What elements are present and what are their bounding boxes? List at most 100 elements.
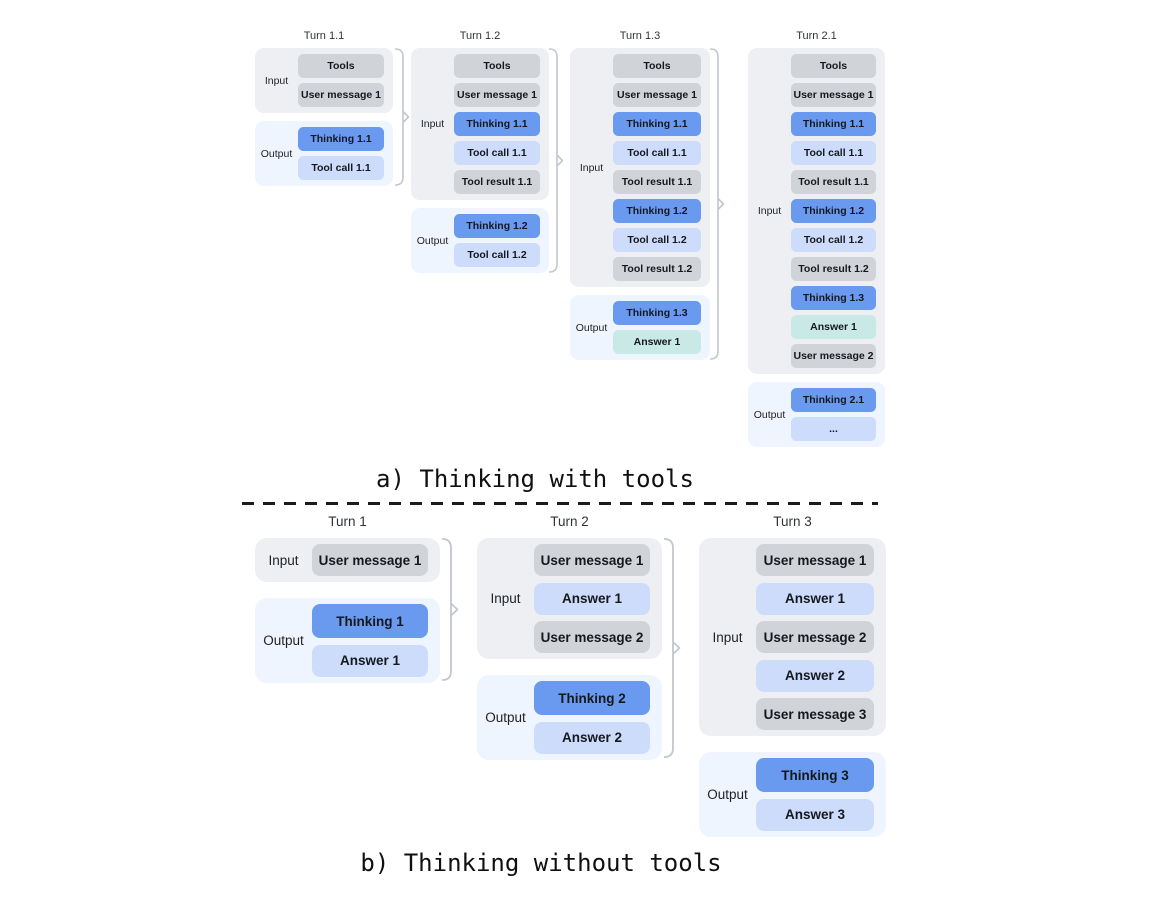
output-label: Output xyxy=(753,408,786,421)
message-block: Thinking 1.1 xyxy=(454,112,540,136)
message-block: User message 1 xyxy=(613,83,701,107)
message-block: Thinking 1.1 xyxy=(791,112,876,136)
message-block: Thinking 1.2 xyxy=(791,199,876,223)
message-block: Tool call 1.1 xyxy=(791,141,876,165)
message-block: User message 2 xyxy=(534,621,650,653)
message-block: Tool call 1.1 xyxy=(613,141,701,165)
input-group: Input Tools User message 1 Thinking 1.1 … xyxy=(570,48,710,287)
output-label: Output xyxy=(260,147,293,160)
input-group: Input Tools User message 1 Thinking 1.1 … xyxy=(411,48,549,200)
message-stack: User message 1 xyxy=(312,544,440,576)
input-group: Input Tools User message 1 Thinking 1.1 … xyxy=(748,48,885,374)
output-label: Output xyxy=(416,234,449,247)
turn-title: Turn 1.3 xyxy=(619,30,661,42)
turn-title: Turn 1.2 xyxy=(459,30,501,42)
message-stack: Tools User message 1 Thinking 1.1 Tool c… xyxy=(454,54,549,194)
message-stack: Thinking 1.1 Tool call 1.1 xyxy=(298,127,393,180)
message-block: Answer 1 xyxy=(791,315,876,339)
message-block: Tool result 1.1 xyxy=(454,170,540,194)
output-group: Output Thinking 1.1 Tool call 1.1 xyxy=(255,121,393,186)
message-block: User message 1 xyxy=(534,544,650,576)
input-label: Input xyxy=(420,118,445,130)
message-block: User message 2 xyxy=(756,621,874,653)
message-block: User message 3 xyxy=(756,698,874,730)
turn-transition-bracket-arrow xyxy=(710,48,725,360)
input-group: Input User message 1 xyxy=(255,538,440,582)
output-label: Output xyxy=(575,321,608,334)
message-stack: Tools User message 1 Thinking 1.1 Tool c… xyxy=(791,54,885,368)
input-label: Input xyxy=(579,161,604,174)
message-block: Thinking 2.1 xyxy=(791,388,876,412)
message-block: Thinking 1.2 xyxy=(613,199,701,223)
turn-title: Turn 1 xyxy=(328,514,367,529)
message-block: Tool call 1.2 xyxy=(613,228,701,252)
message-block: Thinking 1.1 xyxy=(298,127,384,151)
output-label: Output xyxy=(707,787,748,802)
message-stack: Thinking 2.1 ... xyxy=(791,388,885,441)
turn-title: Turn 3 xyxy=(773,514,812,529)
dashed-divider xyxy=(242,502,878,505)
input-group: Input Tools User message 1 xyxy=(255,48,393,113)
message-block: Tool result 1.1 xyxy=(791,170,876,194)
message-block: Thinking 2 xyxy=(534,681,650,716)
message-block: Tool call 1.2 xyxy=(454,243,540,267)
input-label: Input xyxy=(712,629,743,645)
turn-title: Turn 2.1 xyxy=(796,30,837,42)
message-block: User message 1 xyxy=(312,544,428,576)
message-block: Thinking 1.2 xyxy=(454,214,540,238)
message-block: Thinking 1.1 xyxy=(613,112,701,136)
output-group: Output Thinking 3 Answer 3 xyxy=(699,752,886,837)
message-block: User message 1 xyxy=(298,83,384,107)
message-block: Answer 1 xyxy=(756,582,874,615)
message-stack: Thinking 3 Answer 3 xyxy=(756,758,886,831)
message-block: Tool call 1.1 xyxy=(298,156,384,180)
input-label: Input xyxy=(757,205,782,217)
input-group: Input User message 1 Answer 1 User messa… xyxy=(477,538,662,659)
input-label: Input xyxy=(268,552,299,568)
message-block: Tools xyxy=(791,54,876,78)
message-block: Answer 2 xyxy=(534,721,650,754)
message-block: Tools xyxy=(454,54,540,78)
output-group: Output Thinking 2 Answer 2 xyxy=(477,675,662,760)
turn-title: Turn 2 xyxy=(550,514,589,529)
message-block: Tools xyxy=(613,54,701,78)
message-block: Answer 2 xyxy=(756,659,874,692)
message-stack: Tools User message 1 xyxy=(298,54,393,107)
message-block: Answer 1 xyxy=(312,644,428,677)
message-block: Tool call 1.2 xyxy=(791,228,876,252)
message-block: Tool result 1.1 xyxy=(613,170,701,194)
output-group: Output Thinking 1.3 Answer 1 xyxy=(570,295,710,360)
turn-title: Turn 1.1 xyxy=(303,30,345,42)
message-stack: Thinking 1.3 Answer 1 xyxy=(613,301,710,354)
message-block: Thinking 1.3 xyxy=(613,301,701,325)
caption-b: b) Thinking without tools xyxy=(360,849,722,877)
message-block: Thinking 1 xyxy=(312,604,428,639)
message-block: Tool result 1.2 xyxy=(613,257,701,281)
turn-transition-bracket-arrow xyxy=(395,48,410,186)
message-block: User message 2 xyxy=(791,344,876,368)
output-group: Output Thinking 2.1 ... xyxy=(748,382,885,447)
message-stack: Thinking 1.2 Tool call 1.2 xyxy=(454,214,549,267)
input-label: Input xyxy=(264,74,289,87)
message-block: Thinking 3 xyxy=(756,758,874,793)
output-group: Output Thinking 1 Answer 1 xyxy=(255,598,440,683)
turn-transition-bracket-arrow xyxy=(442,538,459,681)
message-block: Thinking 1.3 xyxy=(791,286,876,310)
input-label: Input xyxy=(490,591,521,606)
output-label: Output xyxy=(263,633,304,648)
message-block: Tool call 1.1 xyxy=(454,141,540,165)
message-block: User message 1 xyxy=(454,83,540,107)
output-group: Output Thinking 1.2 Tool call 1.2 xyxy=(411,208,549,273)
message-block: Tool result 1.2 xyxy=(791,257,876,281)
message-block: Answer 1 xyxy=(613,330,701,354)
message-block: Answer 1 xyxy=(534,582,650,615)
message-stack: User message 1 Answer 1 User message 2 A… xyxy=(756,544,886,730)
caption-a: a) Thinking with tools xyxy=(376,465,694,493)
message-block: Answer 3 xyxy=(756,798,874,831)
turn-transition-bracket-arrow xyxy=(549,48,564,273)
output-label: Output xyxy=(485,710,526,725)
message-stack: Thinking 2 Answer 2 xyxy=(534,681,662,754)
